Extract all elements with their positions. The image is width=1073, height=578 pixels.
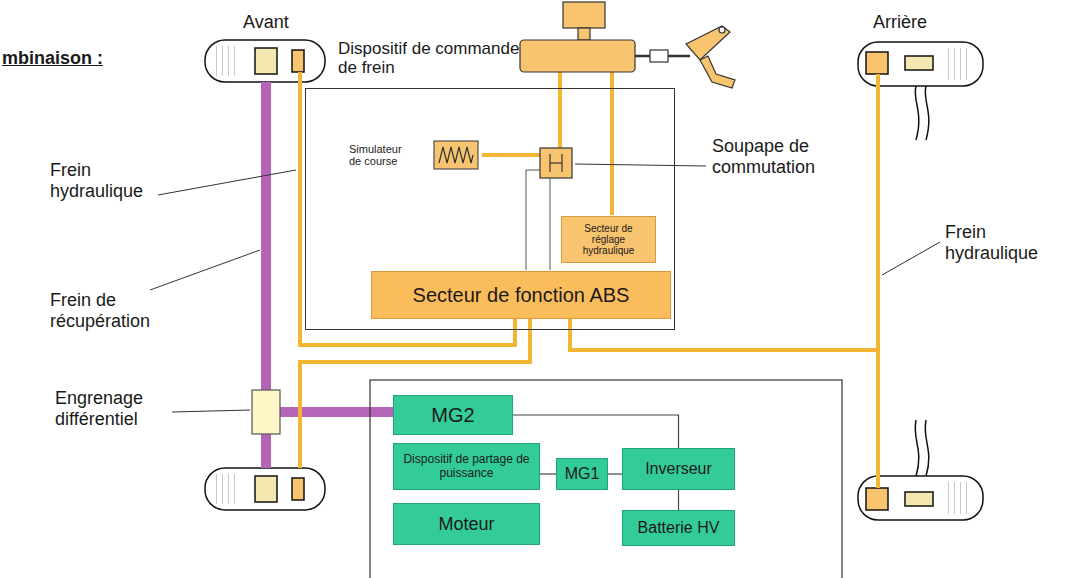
differential-gear [252, 390, 280, 434]
component-box: Inverseur [622, 448, 735, 490]
box-label: Batterie HV [638, 519, 720, 537]
component-box: Secteur de réglage hydraulique [561, 216, 656, 263]
component-box: Moteur [393, 503, 540, 545]
spring-symbol [433, 140, 479, 170]
part-label: Frein hydraulique [945, 222, 1053, 263]
signal-wire [678, 490, 679, 510]
diagram-title: mbinaison : [2, 48, 103, 69]
master-cylinder [520, 2, 690, 72]
box-label: MG1 [565, 465, 600, 483]
box-label: Dispositif de partage de puissance [399, 453, 534, 480]
box-label: Secteur de fonction ABS [413, 284, 630, 306]
component-box: MG1 [556, 458, 608, 490]
box-label: Moteur [438, 514, 494, 534]
part-label: Frein de récupération [50, 290, 172, 331]
leader-lines [150, 164, 940, 412]
brake-pedal [686, 26, 735, 88]
component-box: Secteur de fonction ABS [371, 271, 671, 319]
part-label: Arrière [873, 12, 953, 33]
part-label: Avant [243, 12, 313, 33]
signal-wire [608, 473, 622, 474]
stroke-simulator: Simulateur de course [344, 137, 484, 173]
signal-wire [540, 473, 556, 474]
switching-valve [540, 148, 572, 178]
powertrain-housing [370, 380, 842, 578]
part-label: Soupape de commutation [712, 136, 862, 177]
front-wheel-bottom [205, 468, 325, 510]
device-frame: Dispositif de commande de freinSimulateu… [305, 88, 675, 330]
frame-heading: Dispositif de commande de frein [338, 39, 538, 77]
box-label: Inverseur [645, 460, 712, 478]
component-box: Dispositif de partage de puissance [393, 443, 540, 490]
component-box: MG2 [393, 395, 513, 435]
part-label: Frein hydraulique [50, 160, 158, 201]
component-box: Batterie HV [622, 510, 735, 546]
box-label: Secteur de réglage hydraulique [567, 223, 650, 257]
control-wires [526, 170, 550, 270]
part-label: Engrenage différentiel [55, 388, 175, 429]
front-wheel-top [205, 40, 325, 82]
hydraulic-lines [300, 72, 878, 488]
box-label: MG2 [431, 404, 474, 426]
box-label: Simulateur de course [349, 143, 413, 168]
